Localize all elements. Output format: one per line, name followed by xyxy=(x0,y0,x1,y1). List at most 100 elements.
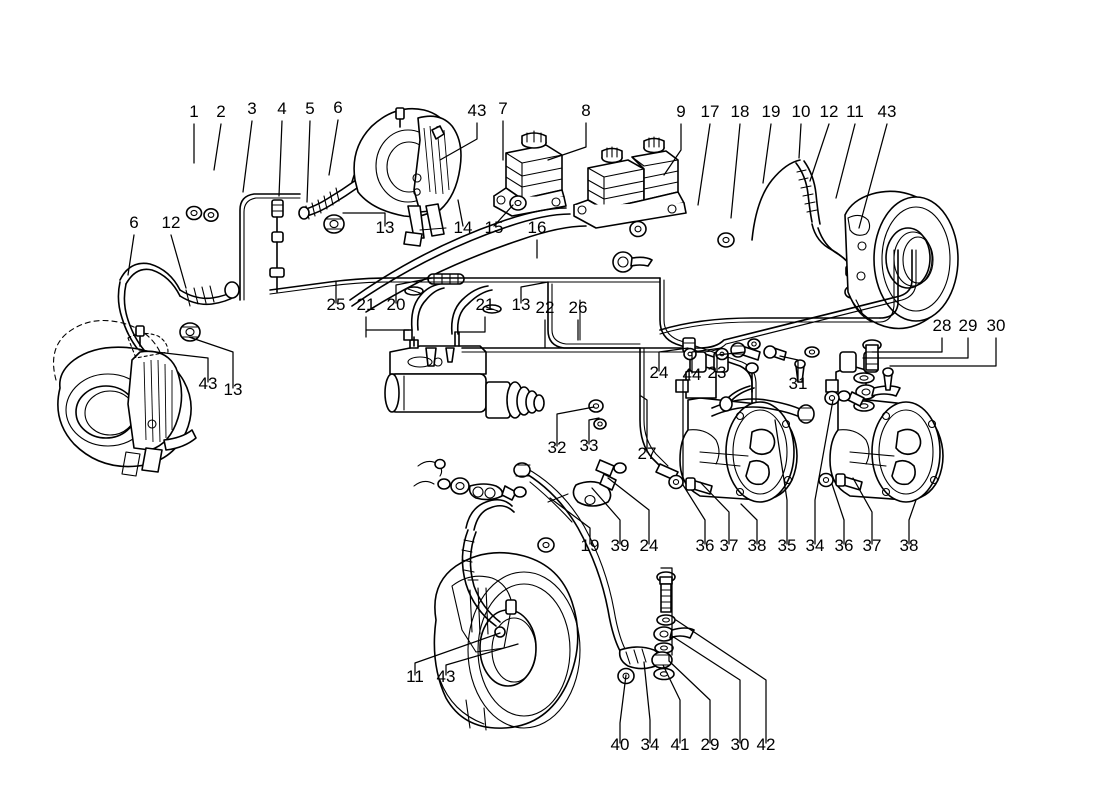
connector-24-rear xyxy=(595,459,627,477)
callout-leader-39 xyxy=(591,487,621,545)
callout-number-c37b: 37 xyxy=(863,536,882,555)
callout-leader-8 xyxy=(547,122,587,161)
callout-number-c10: 10 xyxy=(792,102,811,121)
fluid-reservoir-twin xyxy=(573,136,687,229)
union-nut-13-left xyxy=(179,322,201,342)
callout-leader-43 xyxy=(858,123,888,229)
flexible-hose-10 xyxy=(795,160,821,225)
callout-leader-24 xyxy=(658,347,689,372)
pipe-25 xyxy=(269,277,661,291)
callout-leader-29 xyxy=(668,660,711,744)
callout-number-c43c: 43 xyxy=(199,374,218,393)
callout-bracket-lines xyxy=(365,329,691,662)
callout-number-c22: 22 xyxy=(536,298,555,317)
callout-leader-43 xyxy=(138,349,209,383)
callout-leader-2 xyxy=(213,123,222,171)
callout-number-c26: 26 xyxy=(569,298,588,317)
callout-number-c40: 40 xyxy=(611,735,630,754)
callout-number-c24b: 24 xyxy=(640,536,659,555)
callout-leader-36 xyxy=(682,484,706,545)
hardware-stack-28-29-30 xyxy=(794,339,901,412)
pipe-union-4 xyxy=(269,199,285,293)
callout-number-c27: 27 xyxy=(638,444,657,463)
brake-disc-right xyxy=(844,190,959,330)
reservoir-cap-8a xyxy=(601,146,623,164)
callout-number-c6l: 6 xyxy=(129,213,138,232)
reservoir-cap-8b xyxy=(643,136,665,154)
callout-leader-30 xyxy=(671,635,741,744)
callout-leader-32 xyxy=(556,406,595,447)
callout-number-c33: 33 xyxy=(580,436,599,455)
disc-brake-caliper-upper xyxy=(353,107,462,247)
callout-number-c15: 15 xyxy=(485,218,504,237)
callout-leader-lines xyxy=(127,119,997,744)
callout-number-c43a: 43 xyxy=(468,101,487,120)
callout-number-c19a: 19 xyxy=(762,102,781,121)
callout-number-c12l: 12 xyxy=(162,213,181,232)
callout-leader-11 xyxy=(414,632,501,676)
reservoir-cap-7 xyxy=(521,130,547,149)
callout-number-c44: 44 xyxy=(683,365,702,384)
callout-number-c29a: 29 xyxy=(959,316,978,335)
callout-leader-28 xyxy=(871,337,943,353)
rear-left-disc-assembly xyxy=(53,319,197,477)
callout-leader-35 xyxy=(774,419,788,545)
callout-number-c20: 20 xyxy=(387,295,406,314)
callout-number-c7: 7 xyxy=(498,99,507,118)
callout-leader-13 xyxy=(342,212,386,227)
pipe-clip-33 xyxy=(593,418,607,430)
bolt-28 xyxy=(862,339,882,371)
callout-number-c21b: 21 xyxy=(476,295,495,314)
callout-number-c1: 1 xyxy=(189,102,198,121)
callout-leader-30 xyxy=(889,337,997,367)
callout-leader-23 xyxy=(716,351,746,372)
disc-brake-caliper-lower-left xyxy=(53,262,240,477)
callout-number-c11a: 11 xyxy=(846,102,864,121)
banjo-washer-1 xyxy=(185,205,203,221)
callout-number-c16: 16 xyxy=(528,218,547,237)
brake-pipe-3-inner xyxy=(243,197,301,301)
pipe-clip-32 xyxy=(588,399,604,413)
callout-number-c42: 42 xyxy=(757,735,776,754)
callout-number-c21a: 21 xyxy=(357,295,376,314)
servo-washer-36-right xyxy=(818,472,834,488)
callout-number-c11b: 11 xyxy=(406,667,424,686)
callout-number-c34b: 34 xyxy=(641,735,660,754)
callout-leader-34 xyxy=(643,661,651,744)
callout-number-c25: 25 xyxy=(327,295,346,314)
fitting-18 xyxy=(717,232,735,248)
callout-number-c5: 5 xyxy=(305,99,314,118)
callout-number-c13c: 13 xyxy=(512,295,531,314)
small-hardware-cluster xyxy=(413,458,527,501)
callout-leader-37 xyxy=(852,477,873,545)
callout-leader-34 xyxy=(814,399,834,545)
callout-number-c6t: 6 xyxy=(333,98,342,117)
callout-number-c41: 41 xyxy=(671,735,690,754)
callout-leader-24 xyxy=(607,477,650,545)
hose-15-feed xyxy=(365,225,587,313)
callout-number-c36a: 36 xyxy=(696,536,715,555)
callout-number-c30b: 30 xyxy=(731,735,750,754)
brake-disc-bottom xyxy=(433,498,581,731)
flexible-hose-11-rear xyxy=(461,498,517,627)
callout-leader-6 xyxy=(127,234,135,276)
washer-30-bottom xyxy=(656,614,676,626)
callout-leader-6 xyxy=(328,119,339,176)
callout-number-c43b: 43 xyxy=(878,102,897,121)
master-cylinder-assembly xyxy=(384,273,545,419)
bleed-nipple-43-upper xyxy=(395,107,405,128)
rear-right-hardware xyxy=(824,390,865,407)
callout-leader-13 xyxy=(520,281,549,304)
fitting-9 xyxy=(629,220,647,238)
callout-number-c28: 28 xyxy=(933,316,952,335)
callout-number-c2: 2 xyxy=(216,102,225,121)
callout-number-c24a: 24 xyxy=(650,363,669,382)
callout-number-c32: 32 xyxy=(548,438,567,457)
callout-leader-19 xyxy=(762,123,772,184)
banjo-30 xyxy=(855,384,901,400)
callout-leader-19 xyxy=(549,497,591,545)
washer-29 xyxy=(853,372,875,384)
callout-number-c38b: 38 xyxy=(900,536,919,555)
callout-leader-44 xyxy=(691,347,723,374)
